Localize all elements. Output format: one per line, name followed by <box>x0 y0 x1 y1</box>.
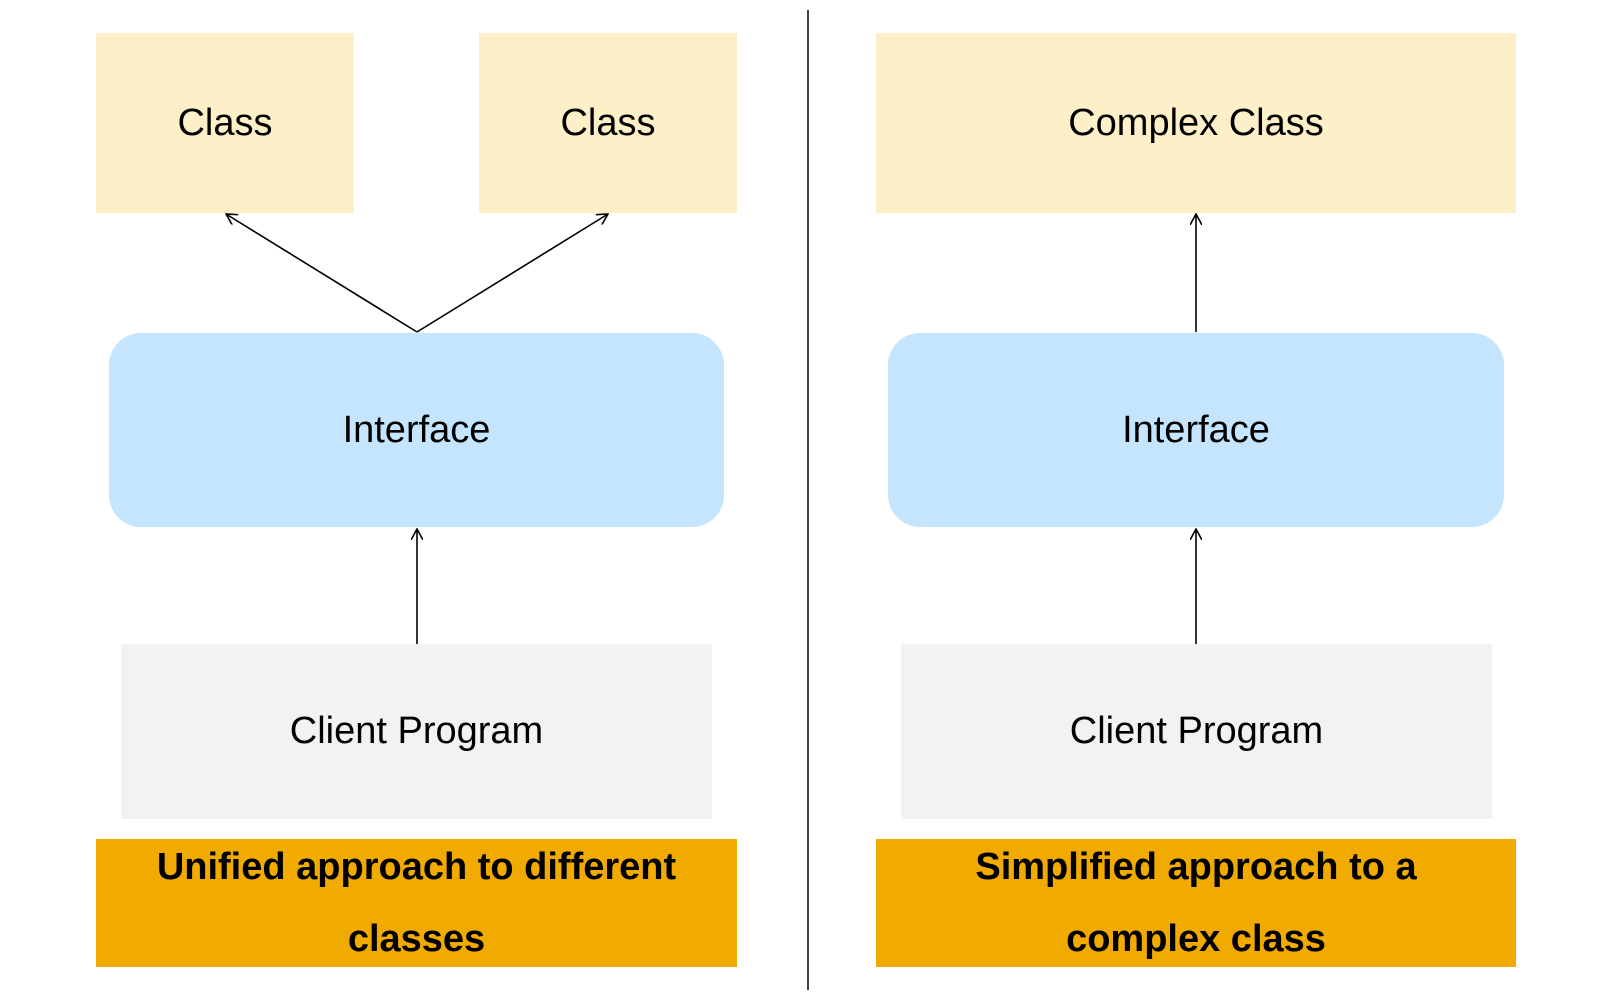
right-caption: Simplified approach to a complex class <box>876 839 1516 967</box>
right-complex-class-box: Complex Class <box>876 33 1516 213</box>
left-caption-text: Unified approach to different classes <box>156 846 677 960</box>
left-caption: Unified approach to different classes <box>96 839 737 967</box>
left-arrow-to-class-1 <box>226 214 418 333</box>
left-class-box-1: Class <box>96 33 354 213</box>
right-complex-class-label: Complex Class <box>1068 101 1324 144</box>
right-interface-label: Interface <box>1122 408 1270 451</box>
right-caption-text: Simplified approach to a complex class <box>975 846 1417 960</box>
right-client-program-box: Client Program <box>901 644 1492 819</box>
left-arrow-to-class-2 <box>416 214 608 333</box>
left-class-box-2: Class <box>479 33 737 213</box>
left-client-program-label: Client Program <box>289 710 544 752</box>
left-client-program-box: Client Program <box>121 644 712 819</box>
left-interface-label: Interface <box>342 408 491 451</box>
left-class-box-1-label: Class <box>177 101 273 144</box>
left-interface-box: Interface <box>109 333 724 527</box>
right-interface-box: Interface <box>888 333 1504 527</box>
left-class-box-2-label: Class <box>560 101 656 144</box>
right-client-program-label: Client Program <box>1069 710 1324 752</box>
